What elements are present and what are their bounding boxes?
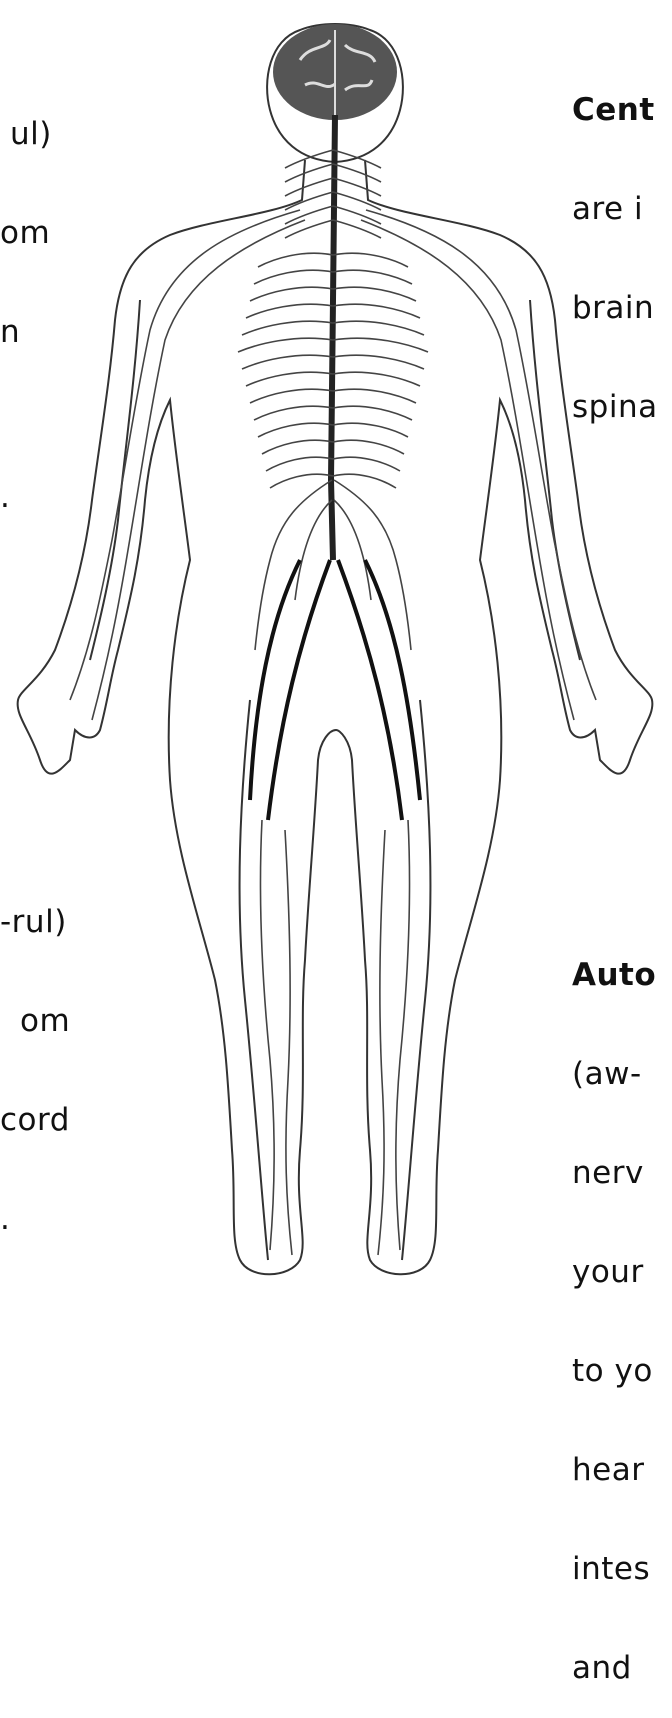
intercostal-nerve-right xyxy=(333,372,420,386)
autonomic-label-line: to yo xyxy=(572,1355,656,1388)
lumbar-nerve-left xyxy=(255,480,332,650)
leg-nerve-left xyxy=(260,820,274,1250)
intercostal-nerve-left xyxy=(254,406,333,420)
sciatic-nerves xyxy=(250,560,420,820)
cervical-nerve-left xyxy=(285,220,333,238)
brain xyxy=(273,24,397,120)
autonomic-label-line: nerv xyxy=(572,1157,656,1190)
intercostal-nerve-left xyxy=(250,389,333,403)
cervical-nerve-right xyxy=(333,220,381,238)
lumbar-nerve-right xyxy=(334,480,411,650)
central-label-line: brain xyxy=(572,292,658,325)
intercostal-nerve-left xyxy=(266,457,333,471)
intercostal-nerve-right xyxy=(333,406,412,420)
left-top-line: . xyxy=(0,481,52,514)
intercostal-nerve-right xyxy=(333,457,400,471)
intercostal-nerve-left xyxy=(242,321,333,335)
central-label-title: Cent xyxy=(572,94,658,127)
left-bottom-line: om xyxy=(0,1005,70,1038)
left-bottom-line: -rul) xyxy=(0,906,70,939)
arm-nerve-left xyxy=(70,210,300,700)
leg-nerve-right xyxy=(378,830,385,1255)
leg-nerve-right xyxy=(396,820,410,1250)
leg-nerve-left xyxy=(285,830,292,1255)
autonomic-label-line: and xyxy=(572,1652,656,1685)
left-top-text-fragment: ul) om n . xyxy=(0,52,52,547)
central-label-line: are i xyxy=(572,193,658,226)
left-top-line: om xyxy=(0,217,52,250)
left-bottom-line: . xyxy=(0,1203,70,1236)
intercostal-nerve-right xyxy=(333,287,416,301)
intercostal-nerve-left xyxy=(250,287,333,301)
intercostal-nerve-right xyxy=(333,253,408,267)
left-bottom-line: cord xyxy=(0,1104,70,1137)
intercostal-nerve-right xyxy=(333,355,424,369)
autonomic-label-line: hear xyxy=(572,1454,656,1487)
autonomic-label-line: your xyxy=(572,1256,656,1289)
central-label-line: spina xyxy=(572,391,658,424)
intercostal-nerve-right xyxy=(333,338,428,352)
autonomic-nervous-system-label: Auto (aw- nerv your to yo hear intes and xyxy=(572,893,656,1718)
left-top-line: ul) xyxy=(0,118,52,151)
spinal-cord xyxy=(331,115,335,560)
left-bottom-text-fragment: -rul) om cord . xyxy=(0,840,70,1269)
left-top-line: n xyxy=(0,316,52,349)
arm-nerve-right xyxy=(366,210,596,700)
intercostal-nerve-left xyxy=(238,338,333,352)
autonomic-label-line: (aw- xyxy=(572,1058,656,1091)
intercostal-nerve-right xyxy=(333,440,404,454)
intercostal-nerve-right xyxy=(333,270,412,284)
central-nervous-system-label: Cent are i brain spina xyxy=(572,28,658,457)
intercostal-nerve-right xyxy=(333,321,424,335)
intercostal-nerve-left xyxy=(258,253,333,267)
autonomic-label-line: intes xyxy=(572,1553,656,1586)
lumbar-nerve-right xyxy=(334,500,371,600)
intercostal-nerve-right xyxy=(333,423,408,437)
intercostal-nerve-right xyxy=(333,304,420,318)
intercostal-nerve-left xyxy=(242,355,333,369)
intercostal-nerve-left xyxy=(258,423,333,437)
intercostal-nerve-left xyxy=(246,304,333,318)
intercostal-nerve-left xyxy=(246,372,333,386)
autonomic-label-title: Auto xyxy=(572,959,656,992)
intercostal-nerve-left xyxy=(262,440,333,454)
intercostal-nerve-right xyxy=(333,389,416,403)
lumbar-nerve-left xyxy=(295,500,332,600)
intercostal-nerve-left xyxy=(254,270,333,284)
